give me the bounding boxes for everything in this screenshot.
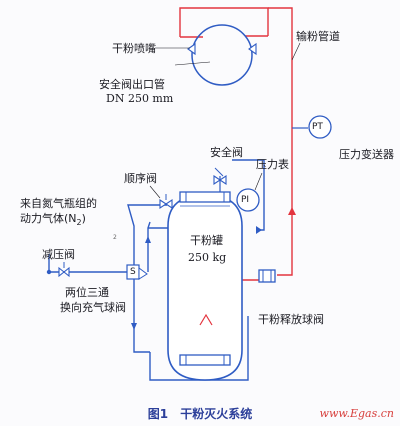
tank-weight-label: 250 kg [188,251,227,264]
safety-outlet-label: 安全阀出口管 [99,78,165,91]
pressure-gauge-label: 压力表 [256,158,289,171]
gas-subscript: 2 [76,218,82,228]
gas-source-label: 来自氮气瓶组的 [20,197,97,210]
watermark: www.Egas.cn [319,407,394,420]
small-mark: 2 [113,234,117,241]
top-flange [179,191,231,203]
three-way-label-2: 换向充气球阀 [60,301,126,314]
pipe-label: 输粉管道 [296,30,340,43]
reducer-valve-label: 减压阀 [42,248,75,261]
powder-tank [167,191,243,381]
gas-arrow-icon [256,226,262,234]
release-valve-icon [258,269,276,283]
safety-valve-label: 安全阀 [210,146,243,159]
safety-valve-icon [213,167,227,192]
nozzle-label: 干粉喷嘴 [112,42,156,55]
figure-caption: 图1 干粉灭火系统 [0,405,400,422]
s-tag: S [130,267,136,277]
pressure-gauge-icon [236,172,263,212]
internal-outlet-icon [199,313,213,326]
sequence-valve-icon [149,185,173,210]
reducer-valve-icon [46,262,70,278]
three-way-valve-icon [126,264,148,280]
three-way-label: 两位三通 [65,286,109,299]
nozzle-circle [191,24,253,86]
nozzle-right-icon [248,42,257,56]
pi-tag: PI [241,195,250,205]
figure-number: 图1 [147,407,169,421]
safety-outlet-size: DN 250 mm [106,92,174,105]
pressure-transmitter-label: 压力变送器 [339,148,394,161]
up-arrow-icon [145,236,151,243]
figure-title: 干粉灭火系统 [180,407,253,421]
nozzle-assembly [155,24,257,86]
flow-arrow-icon [288,207,296,215]
gas-source-label-2: 动力气体(N2) [20,212,86,228]
sequence-valve-label: 顺序阀 [124,172,157,185]
tank-name-label: 干粉罐 [190,234,223,247]
release-valve-label: 干粉释放球阀 [258,313,324,326]
bottom-flange [179,354,231,366]
nozzle-left-icon [187,42,196,56]
pressure-transmitter [292,115,332,139]
pt-tag: PT [312,122,323,132]
down-arrow-icon [131,323,137,330]
